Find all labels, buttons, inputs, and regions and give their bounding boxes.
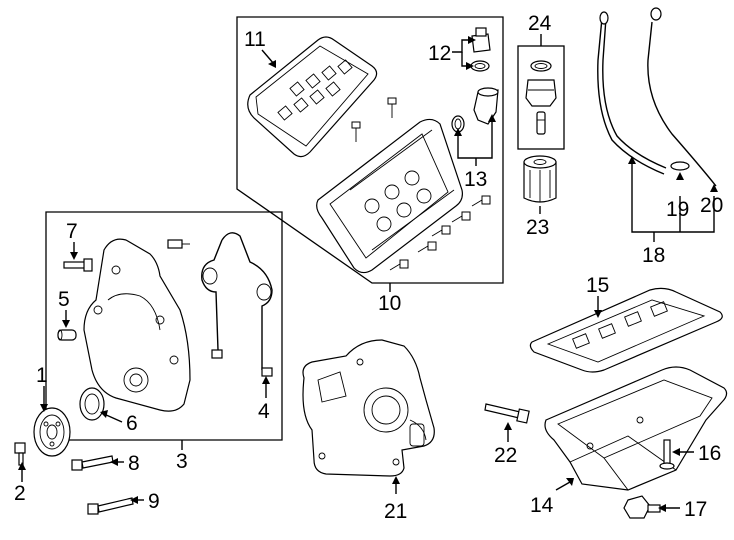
oil-pump-bolt	[484, 403, 530, 424]
callout-22: 22	[494, 444, 517, 467]
oil-filler-cap	[470, 27, 491, 72]
valve-cover-group-box	[236, 16, 504, 284]
timing-cover-bolt-short	[71, 455, 114, 471]
callout-5: 5	[58, 288, 70, 311]
callout-19: 19	[666, 198, 689, 221]
callout-9: 9	[148, 490, 160, 513]
callout-4: 4	[258, 400, 270, 423]
oil-filter-housing	[525, 60, 557, 135]
oil-pan-gasket	[529, 287, 723, 373]
callout-2: 2	[14, 482, 26, 505]
dowel-pin	[57, 329, 77, 341]
pulley-bolt	[14, 442, 26, 466]
callout-11: 11	[244, 28, 266, 51]
callout-labels: 1 2 3 4 5 6 7 8 9 10 11 12 13 14 15 16 1…	[14, 12, 723, 523]
callout-8: 8	[128, 452, 140, 475]
callout-16: 16	[698, 442, 721, 465]
callout-1: 1	[36, 364, 48, 387]
callout-14: 14	[530, 494, 554, 517]
callout-17: 17	[684, 498, 707, 521]
callout-12: 12	[428, 42, 451, 65]
oil-pan-stud	[659, 439, 675, 470]
callout-18: 18	[642, 244, 665, 267]
callout-21: 21	[384, 500, 407, 523]
timing-cover-gasket	[201, 232, 273, 377]
callout-15: 15	[586, 274, 609, 297]
valve-cover-gasket	[247, 36, 378, 158]
cam-sensor	[167, 239, 190, 249]
callout-7: 7	[66, 220, 78, 243]
leader-lines	[18, 34, 718, 512]
oil-filler-tube	[451, 87, 499, 133]
callout-23: 23	[526, 216, 549, 239]
oil-pan	[544, 366, 728, 491]
timing-cover	[83, 238, 191, 412]
crankshaft-front-seal	[79, 387, 105, 421]
valve-cover	[316, 118, 463, 274]
timing-cover-group-box	[45, 211, 283, 441]
callout-3: 3	[176, 450, 188, 473]
dipstick-tube-assembly	[597, 7, 717, 187]
callout-20: 20	[700, 194, 723, 217]
oil-filter	[523, 155, 557, 203]
timing-cover-bolt-long	[87, 497, 134, 515]
valve-cover-bolts	[351, 97, 491, 271]
callout-10: 10	[378, 292, 401, 315]
callout-24: 24	[528, 12, 552, 35]
oil-pump-housing	[302, 339, 435, 477]
crankshaft-pulley	[33, 407, 71, 457]
oil-drain-plug	[623, 495, 661, 519]
timing-cover-stud	[63, 258, 93, 272]
callout-6: 6	[126, 412, 138, 435]
callout-13: 13	[464, 168, 487, 191]
